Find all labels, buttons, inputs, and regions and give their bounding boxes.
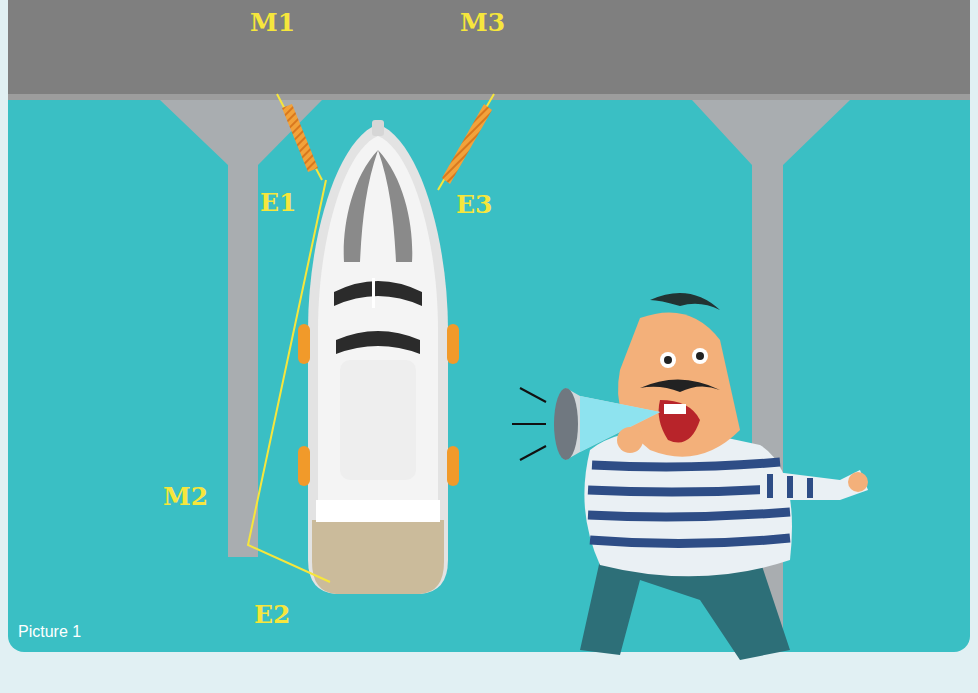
mooring-point-label: E3 bbox=[456, 192, 492, 217]
mooring-spring bbox=[442, 104, 492, 184]
picture-caption: Picture 1 bbox=[18, 624, 81, 640]
mooring-line bbox=[248, 94, 494, 582]
mooring-point-label: M1 bbox=[250, 10, 295, 35]
quay-edge bbox=[8, 94, 970, 100]
mooring-point-label: E1 bbox=[260, 190, 296, 215]
water bbox=[8, 0, 970, 652]
quay bbox=[8, 0, 970, 94]
mooring-point-label: M3 bbox=[460, 10, 505, 35]
mooring-point-label: E2 bbox=[254, 602, 290, 627]
mooring-point-label: M2 bbox=[163, 484, 208, 509]
pier bbox=[160, 100, 322, 557]
mooring-spring bbox=[282, 104, 318, 172]
sailor-figure bbox=[512, 293, 868, 660]
boat bbox=[298, 120, 459, 594]
